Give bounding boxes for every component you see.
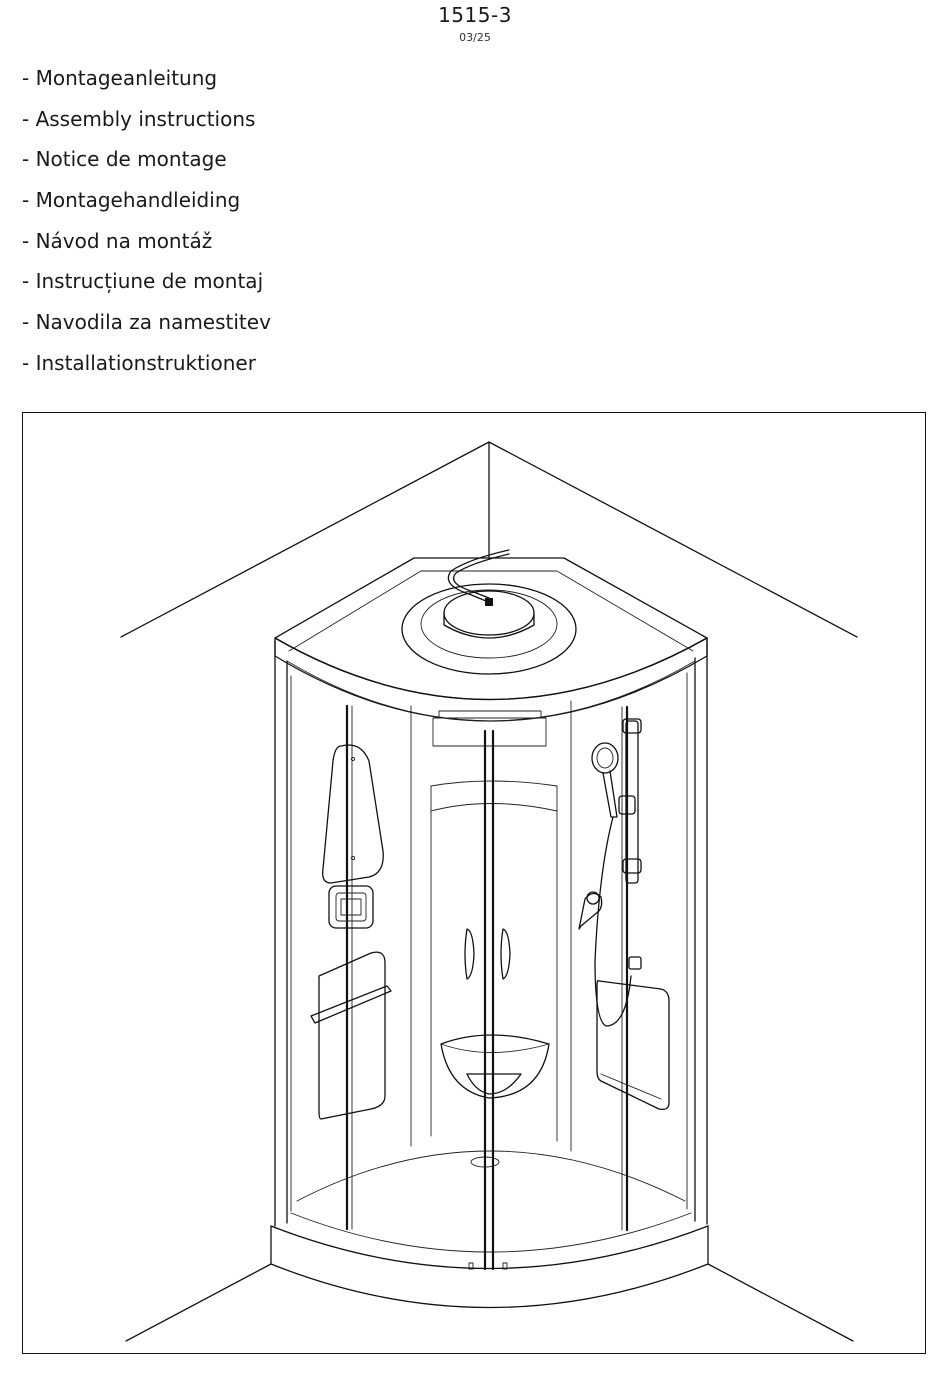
shower-tray [271,1151,708,1308]
doc-date: 03/25 [0,31,950,44]
language-item-cs: - Návod na montáž [22,226,271,267]
doc-number: 1515-3 [0,3,950,27]
sliding-doors [291,673,687,1269]
corner-shower-cabin-icon [23,413,926,1354]
cabin-frame [275,638,707,1226]
language-item-de: - Montageanleitung [22,63,271,104]
right-accessories [579,719,669,1109]
left-accessories [311,745,391,1119]
language-item-en: - Assembly instructions [22,104,271,145]
cabin-roof [275,550,707,721]
language-item-nl: - Montagehandleiding [22,185,271,226]
language-list: - Montageanleitung - Assembly instructio… [22,63,271,389]
illustration-frame [22,412,926,1354]
language-item-fr: - Notice de montage [22,144,271,185]
language-item-sv: - Installationstruktioner [22,348,271,389]
back-panel [411,701,571,1151]
centre-fixtures [441,929,549,1098]
language-item-sl: - Navodila za namestitev [22,307,271,348]
language-item-ro: - Instrucțiune de montaj [22,266,271,307]
